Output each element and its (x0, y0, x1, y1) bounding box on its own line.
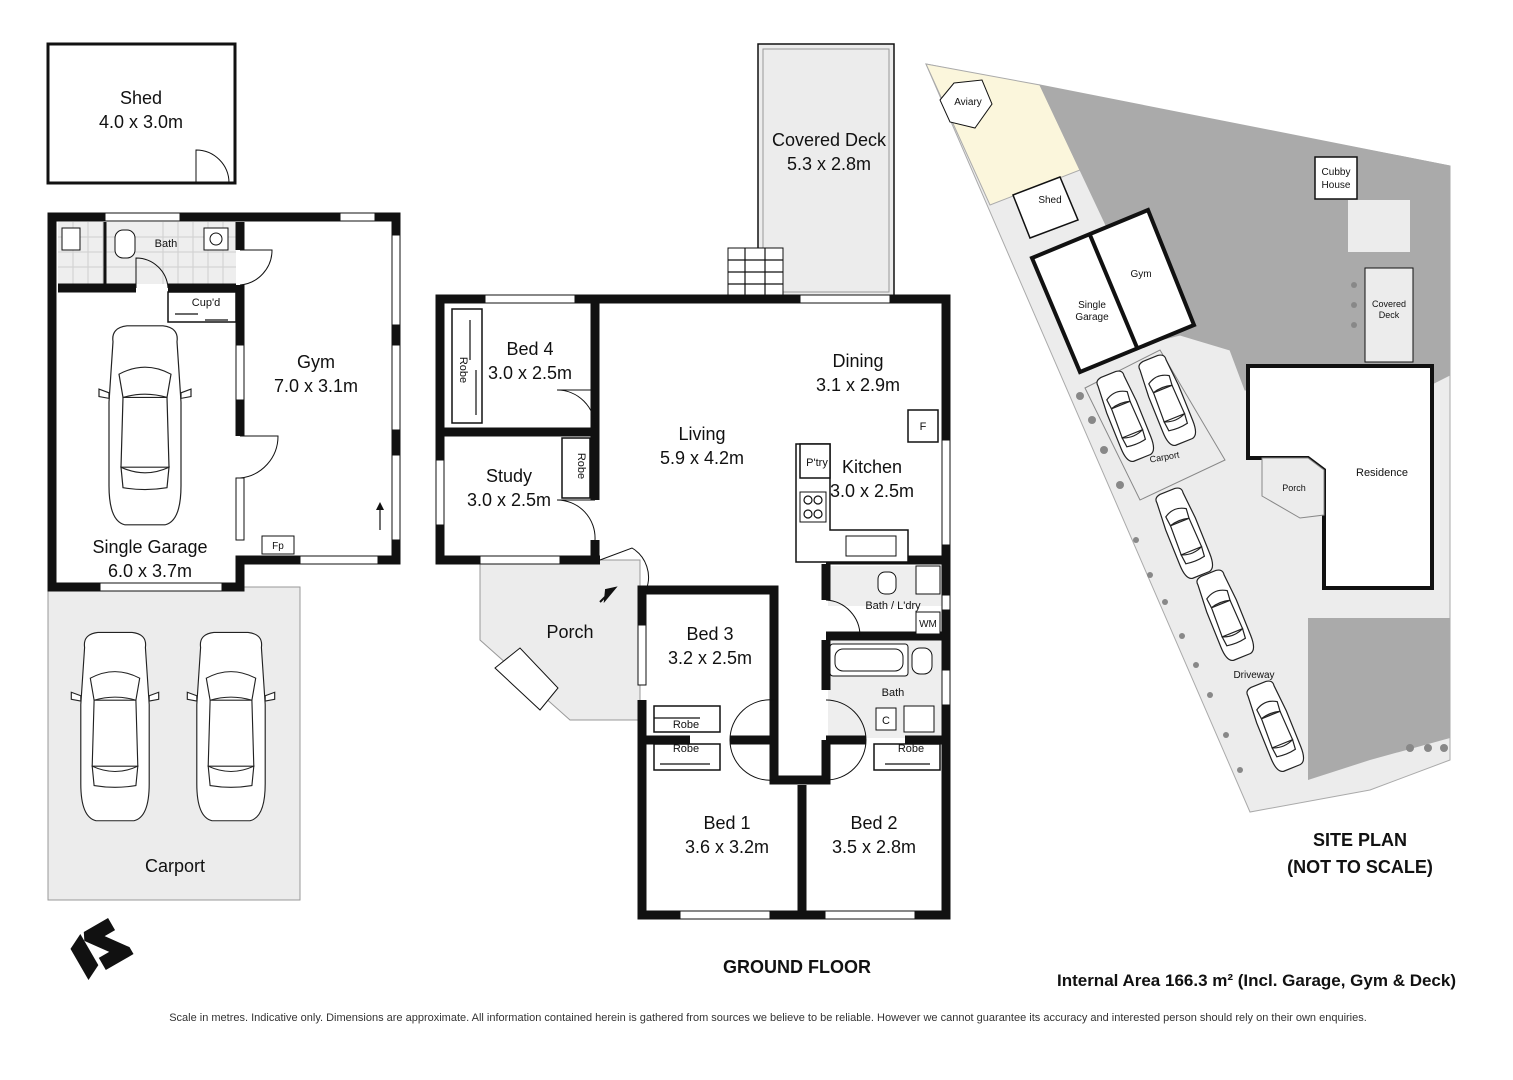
single-garage-label: Single Garage (92, 537, 207, 557)
doors (556, 389, 867, 781)
bed2-label: Bed 2 (850, 813, 897, 833)
living-dims: 5.9 x 4.2m (660, 448, 744, 468)
site-plan: Aviary Shed Gym Single Garage Cubby Hous… (925, 63, 1451, 877)
main-house-windows (435, 294, 951, 920)
north-arrow-icon (70, 917, 134, 981)
carport-label: Carport (145, 856, 205, 876)
bed1-label: Bed 1 (703, 813, 750, 833)
bed3-label: Bed 3 (686, 624, 733, 644)
bed1-dims: 3.6 x 3.2m (685, 837, 769, 857)
bed4-label: Bed 4 (506, 339, 553, 359)
shed-dims: 4.0 x 3.0m (99, 112, 183, 132)
robe-label: Robe (575, 453, 587, 479)
robe-label: Robe (457, 357, 469, 383)
study-dims: 3.0 x 2.5m (467, 490, 551, 510)
dining-label: Dining (832, 351, 883, 371)
bed2-dims: 3.5 x 2.8m (832, 837, 916, 857)
covered-deck-label: Covered Deck (772, 130, 887, 150)
single-garage-dims: 6.0 x 3.7m (108, 561, 192, 581)
outbuilding-bath-label: Bath (155, 238, 178, 250)
site-aviary-label: Aviary (954, 97, 982, 108)
shed: Shed 4.0 x 3.0m (46, 42, 237, 185)
floor-title: GROUND FLOOR (723, 957, 871, 977)
internal-area: Internal Area 166.3 m² (Incl. Garage, Gy… (1057, 971, 1456, 990)
living-label: Living (678, 424, 725, 444)
site-garage-label-2: Garage (1075, 312, 1109, 323)
kitchen-dims: 3.0 x 2.5m (830, 481, 914, 501)
bed3-dims: 3.2 x 2.5m (668, 648, 752, 668)
car-icon (186, 631, 276, 822)
cupd-label: Cup'd (192, 297, 220, 309)
site-cubby-label-1: Cubby (1322, 167, 1351, 178)
robe-label: Robe (673, 743, 699, 755)
robe-label: Robe (898, 743, 924, 755)
site-garage-label-1: Single (1078, 300, 1106, 311)
robe-label: Robe (673, 719, 699, 731)
site-deck-label-1: Covered (1372, 299, 1406, 309)
site-residence-label: Residence (1356, 467, 1408, 479)
site-deck-label-2: Deck (1379, 310, 1400, 320)
gym-label: Gym (297, 352, 335, 372)
bath-fixtures: Bath (61, 227, 279, 479)
covered-deck: Covered Deck 5.3 x 2.8m (727, 43, 895, 298)
site-plan-title-1: SITE PLAN (1313, 830, 1407, 850)
entry-arrow-icon (599, 586, 618, 604)
study-label: Study (486, 466, 532, 486)
site-gym-label: Gym (1130, 269, 1151, 280)
site-driveway-label: Driveway (1233, 670, 1274, 681)
fireplace (261, 535, 295, 555)
site-shed-label: Shed (1038, 195, 1061, 206)
bath-label: Bath (882, 687, 905, 699)
garage-gym-walls (47, 212, 401, 592)
porch-label: Porch (546, 622, 593, 642)
carport: Carport (47, 586, 301, 901)
pantry-label: P'try (806, 457, 828, 469)
site-plan-title-2: (NOT TO SCALE) (1287, 857, 1433, 877)
wm-label: WM (919, 619, 937, 630)
fp-label: Fp (272, 541, 284, 552)
site-cubby-label-2: House (1322, 180, 1351, 191)
site-porch-label: Porch (1282, 483, 1306, 493)
bed4-dims: 3.0 x 2.5m (488, 363, 572, 383)
disclaimer: Scale in metres. Indicative only. Dimens… (169, 1012, 1367, 1024)
bath-laundry-label: Bath / L'dry (865, 600, 921, 612)
gym-dims: 7.0 x 3.1m (274, 376, 358, 396)
dining-dims: 3.1 x 2.9m (816, 375, 900, 395)
fridge-label: F (920, 421, 927, 433)
cupboard: Cup'd (167, 291, 237, 323)
bath-laundry-fixtures: WM Bath / L'dry Bath C (829, 565, 941, 733)
robes: Robe Robe Robe Robe Robe (451, 308, 941, 771)
car-icon (98, 325, 192, 526)
car-icon (70, 631, 160, 822)
covered-deck-dims: 5.3 x 2.8m (787, 154, 871, 174)
kitchen-label: Kitchen (842, 457, 902, 477)
porch (479, 559, 641, 721)
cupboard-c-label: C (882, 715, 890, 727)
kitchen-fixtures: P'try F (795, 409, 939, 563)
shed-label: Shed (120, 88, 162, 108)
